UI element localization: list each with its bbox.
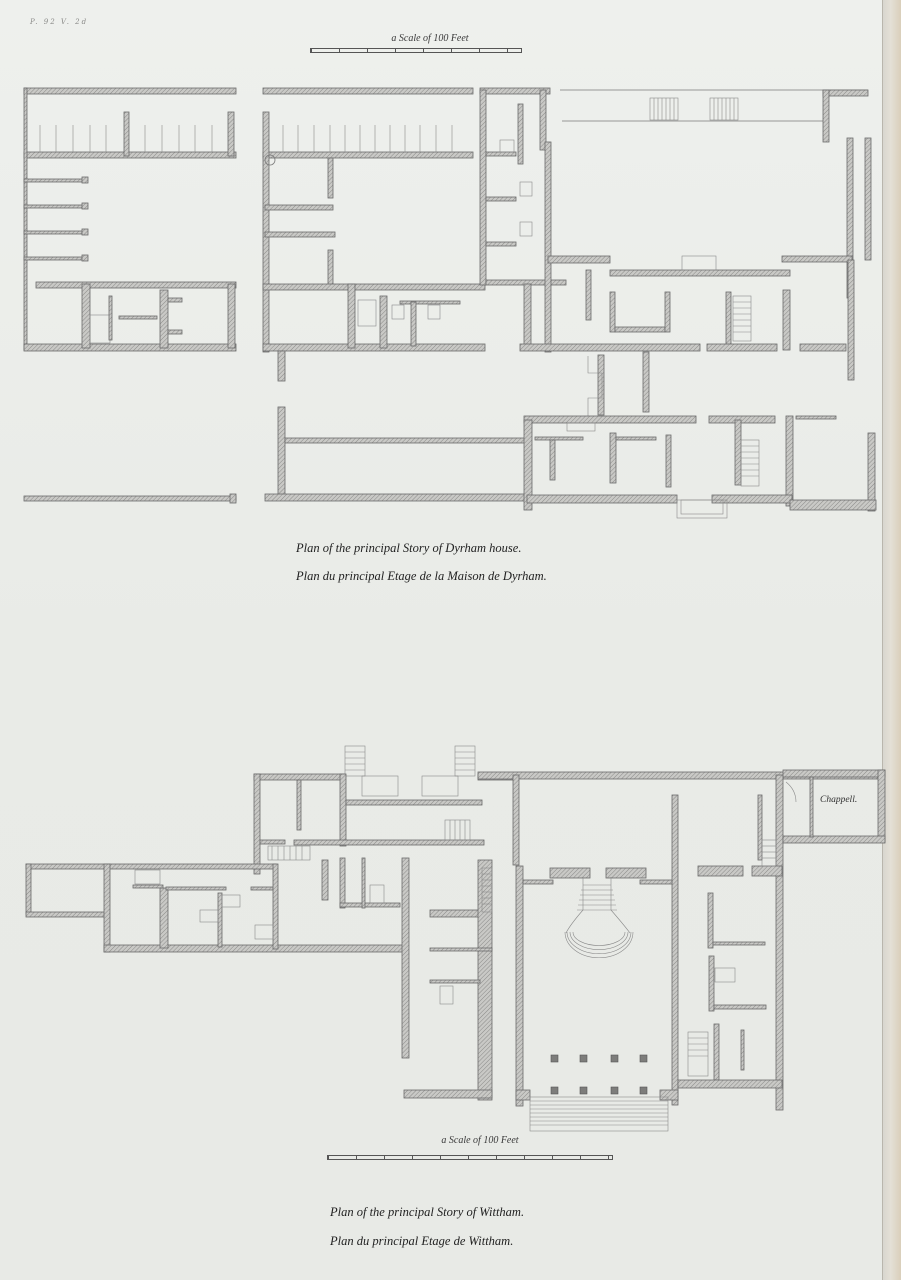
wittham-caption-french: Plan du principal Etage de Wittham. — [330, 1234, 514, 1248]
dyrham-caption-english: Plan of the principal Story of Dyrham ho… — [296, 541, 522, 555]
dyrham-centre-block — [262, 87, 486, 382]
dyrham-bottom-range — [23, 406, 877, 519]
dyrham-lower-apartments — [519, 259, 855, 416]
wittham-chapel — [782, 769, 886, 844]
wittham-scale-label: a Scale of 100 Feet — [441, 1135, 519, 1146]
plate-mark: P. 92 V. 2d — [30, 18, 89, 26]
wittham-great-hall — [515, 794, 679, 1132]
chapel-label: Chappell. — [820, 795, 858, 805]
wittham-plan — [25, 745, 886, 1132]
wittham-north-stairs — [344, 745, 476, 797]
dyrham-left-wing — [23, 87, 237, 352]
dyrham-plan — [23, 87, 877, 519]
dyrham-service-rooms — [479, 87, 567, 353]
dyrham-scale-label: a Scale of 100 Feet — [391, 33, 469, 44]
wittham-scale-bar — [327, 1155, 613, 1160]
paper-sheet — [0, 0, 882, 1280]
dyrham-caption-french: Plan du principal Etage de la Maison de … — [296, 569, 547, 583]
dyrham-great-court — [547, 89, 872, 299]
page-edge — [882, 0, 901, 1280]
wittham-east-range — [677, 774, 784, 1111]
wittham-caption-english: Plan of the principal Story of Wittham. — [330, 1205, 525, 1219]
dyrham-scale-bar — [310, 48, 522, 53]
